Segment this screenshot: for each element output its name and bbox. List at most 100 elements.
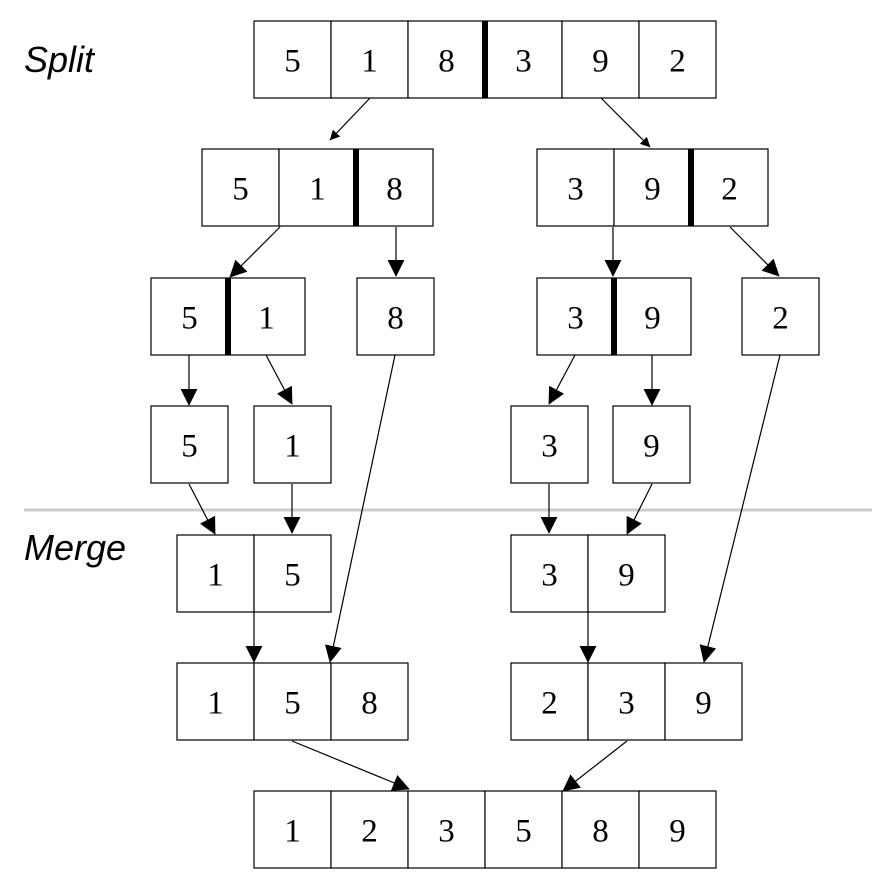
array-cell (484, 20, 563, 99)
array-a15: 1 2 3 5 8 9 (253, 790, 717, 869)
cell-value: 8 (386, 172, 403, 208)
cell-value: 5 (284, 686, 301, 722)
arrow-18 (291, 740, 410, 791)
cell-value: 9 (644, 301, 661, 337)
array-cell (355, 148, 434, 227)
array-cell (612, 405, 691, 484)
array-cell (536, 148, 615, 227)
array-a2: 3 9 2 (536, 148, 769, 227)
cell-value: 8 (387, 301, 404, 337)
array-a6: 2 (741, 277, 820, 356)
cell-value: 1 (284, 814, 301, 850)
array-cell (638, 20, 717, 99)
array-cell (253, 534, 332, 613)
array-cell (561, 790, 640, 869)
array-a13: 1 5 8 (176, 662, 409, 741)
cell-value: 2 (361, 814, 378, 850)
cell-value: 8 (361, 686, 378, 722)
cell-value: 3 (515, 44, 532, 80)
cell-value: 1 (309, 172, 326, 208)
cell-value: 1 (284, 429, 301, 465)
array-cell (407, 20, 486, 99)
array-a1: 5 1 8 (201, 148, 434, 227)
cell-value: 3 (541, 429, 558, 465)
arrow-2 (229, 226, 281, 278)
cell-value: 2 (772, 301, 789, 337)
cell-value: 9 (695, 686, 712, 722)
array-cell (407, 790, 486, 869)
array-cell (690, 148, 769, 227)
array-cell (253, 662, 332, 741)
arrow-14 (325, 354, 396, 663)
array-cell (613, 148, 692, 227)
array-cell (150, 405, 229, 484)
arrow-19 (562, 740, 628, 792)
arrow-8 (548, 354, 576, 405)
array-a8: 1 (253, 405, 332, 484)
cell-value: 5 (181, 429, 198, 465)
array-a10: 9 (612, 405, 691, 484)
arrow-13 (626, 483, 653, 535)
cell-value: 1 (207, 558, 224, 594)
cell-value: 9 (644, 172, 661, 208)
arrow-7 (265, 354, 293, 405)
split-label: Split (24, 39, 96, 80)
array-cell (253, 405, 332, 484)
cell-value: 2 (669, 44, 686, 80)
array-cell (356, 277, 435, 356)
arrows-layer (180, 97, 781, 792)
array-cell (510, 662, 589, 741)
array-cell (561, 20, 640, 99)
array-cell (741, 277, 820, 356)
array-cell (484, 790, 563, 869)
cell-value: 9 (643, 429, 660, 465)
cell-value: 8 (592, 814, 609, 850)
cell-value: 3 (618, 686, 635, 722)
cell-value: 9 (592, 44, 609, 80)
cell-value: 3 (567, 301, 584, 337)
array-cell (510, 534, 589, 613)
array-cell (201, 148, 280, 227)
arrow-5 (729, 226, 780, 277)
cell-value: 8 (438, 44, 455, 80)
array-cell (330, 662, 409, 741)
cell-value: 5 (284, 558, 301, 594)
cell-value: 5 (181, 301, 198, 337)
array-cell (587, 534, 666, 613)
cell-value: 1 (361, 44, 378, 80)
merge-label: Merge (24, 527, 126, 568)
cell-value: 3 (567, 172, 584, 208)
array-cell (664, 662, 743, 741)
array-cell (330, 790, 409, 869)
array-a14: 2 3 9 (510, 662, 743, 741)
array-cell (176, 534, 255, 613)
array-cell (253, 790, 332, 869)
array-cell (150, 277, 229, 356)
arrow-10 (188, 483, 216, 535)
array-cell (638, 790, 717, 869)
cell-value: 2 (541, 686, 558, 722)
cell-value: 1 (207, 686, 224, 722)
array-a4: 8 (356, 277, 435, 356)
array-cell (587, 662, 666, 741)
cell-value: 3 (541, 558, 558, 594)
array-cell (510, 405, 589, 484)
array-cell (613, 277, 692, 356)
cell-value: 5 (515, 814, 532, 850)
cell-value: 2 (721, 172, 738, 208)
arrow-0 (329, 97, 371, 141)
cell-value: 9 (618, 558, 635, 594)
cell-value: 9 (669, 814, 686, 850)
cell-value: 3 (438, 814, 455, 850)
array-a9: 3 (510, 405, 589, 484)
array-a7: 5 (150, 405, 229, 484)
cell-value: 5 (232, 172, 249, 208)
